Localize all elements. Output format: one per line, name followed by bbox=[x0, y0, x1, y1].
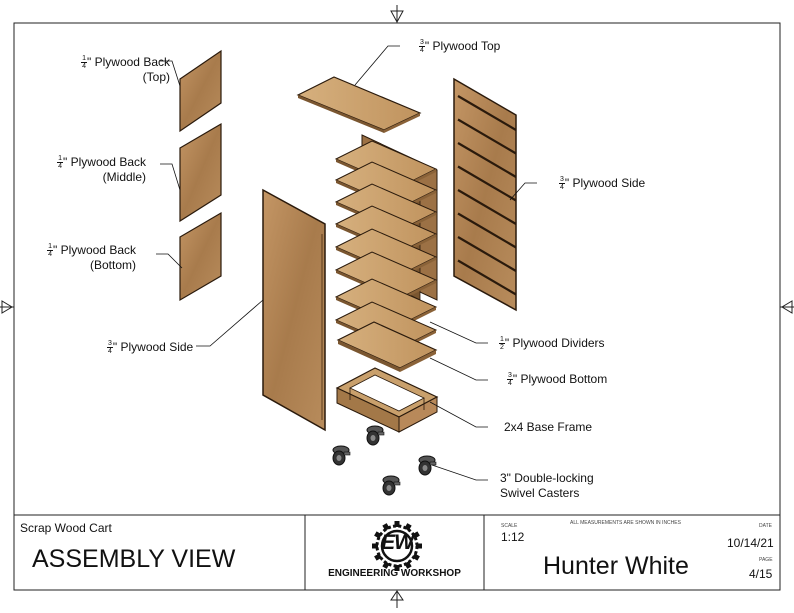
casters bbox=[332, 425, 437, 496]
gear-tooth bbox=[374, 531, 382, 539]
date-label: DATE bbox=[759, 523, 772, 529]
side-slat-groove bbox=[457, 142, 517, 178]
label-casters: 3" Double-locking Swivel Casters bbox=[500, 471, 594, 500]
plywood-back-bottom bbox=[179, 211, 222, 302]
gear-tooth bbox=[372, 543, 378, 549]
gear-tooth bbox=[404, 523, 412, 531]
side-slat-groove bbox=[457, 189, 517, 225]
title-block bbox=[14, 514, 780, 590]
side-slat-groove bbox=[457, 118, 517, 155]
side-slat-groove bbox=[457, 212, 517, 249]
plywood-side-left bbox=[262, 188, 326, 432]
base-frame bbox=[335, 367, 439, 433]
page-label: PAGE bbox=[759, 557, 773, 563]
gear-tooth bbox=[404, 561, 412, 569]
logo-monogram: EW bbox=[381, 531, 414, 554]
gear-tooth bbox=[394, 565, 400, 571]
plywood-side-right bbox=[453, 77, 517, 312]
side-slat-groove bbox=[457, 259, 517, 296]
gear-tooth bbox=[412, 553, 420, 561]
page-value: 4/15 bbox=[749, 567, 773, 581]
gear-tooth bbox=[416, 543, 422, 549]
gear-tooth bbox=[382, 561, 390, 569]
plywood-top bbox=[296, 76, 422, 133]
ew-logo bbox=[372, 521, 422, 571]
divider-stack bbox=[334, 134, 438, 351]
scale-label: SCALE bbox=[501, 523, 518, 529]
side-slat-groove bbox=[457, 165, 517, 202]
gear-tooth bbox=[374, 553, 382, 561]
leader-lines bbox=[156, 45, 537, 481]
gear-tooth bbox=[382, 523, 390, 531]
date-value: 10/14/21 bbox=[727, 536, 774, 550]
caster bbox=[382, 475, 401, 496]
plywood-back-middle bbox=[179, 122, 222, 223]
caster bbox=[366, 425, 385, 446]
logo-caption: ENGINEERING WORKSHOP bbox=[328, 568, 461, 579]
gear-tooth bbox=[394, 521, 400, 527]
side-slat-groove bbox=[457, 95, 517, 131]
measurement-note: ALL MEASUREMENTS ARE SHOWN IN INCHES bbox=[570, 520, 681, 526]
label-base-frame: 2x4 Base Frame bbox=[504, 420, 593, 434]
caster bbox=[418, 455, 437, 476]
view-title: ASSEMBLY VIEW bbox=[32, 545, 236, 573]
scale-value: 1:12 bbox=[501, 530, 525, 544]
gear-tooth bbox=[412, 531, 420, 539]
plywood-back-top bbox=[179, 49, 222, 133]
author-name: Hunter White bbox=[543, 552, 689, 580]
plywood-bottom bbox=[336, 321, 438, 372]
caster bbox=[332, 445, 351, 466]
side-slat-groove bbox=[457, 236, 517, 272]
project-name: Scrap Wood Cart bbox=[20, 521, 112, 535]
centering-marks bbox=[0, 5, 794, 608]
